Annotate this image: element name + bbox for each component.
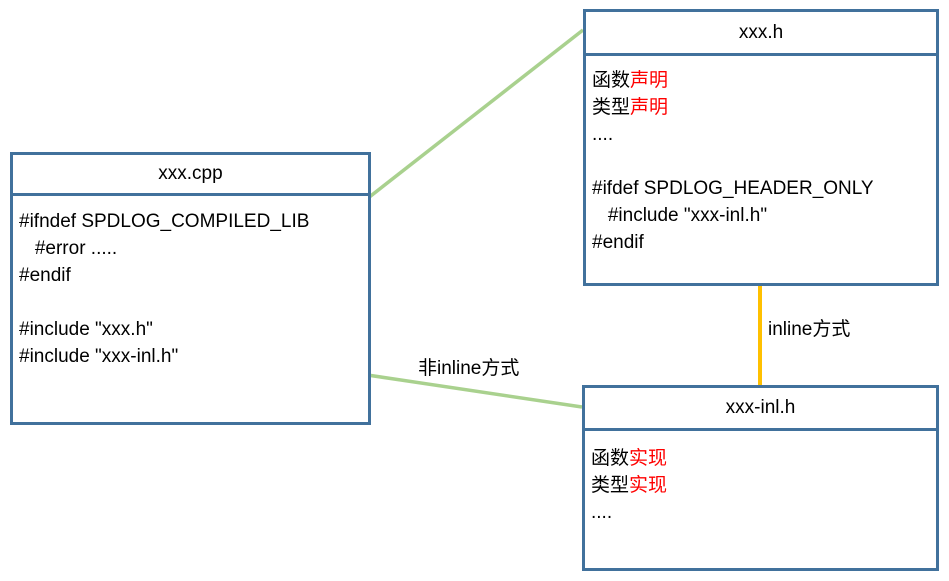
code-line: .... [591,502,613,523]
box-inl: xxx-inl.h 函数实现 类型实现 .... [582,385,939,571]
code-line: #include "xxx-inl.h" [19,346,179,367]
label-non-inline-way: 非inline方式 [418,358,520,379]
box-h-body: 函数声明 类型声明 .... #ifdef SPDLOG_HEADER_ONLY… [586,56,936,256]
decl-type-red: 声明 [630,97,669,118]
code-line-function-declaration: 函数声明 [592,67,936,94]
code-line: #ifdef SPDLOG_HEADER_ONLY [592,178,874,199]
code-line [592,148,936,175]
box-cpp-body: #ifndef SPDLOG_COMPILED_LIB #error .....… [13,196,368,370]
code-line: #ifndef SPDLOG_COMPILED_LIB [19,211,310,232]
box-inl-body: 函数实现 类型实现 .... [585,431,936,526]
impl-fn-red: 实现 [629,448,668,469]
label-inline-way: inline方式 [768,319,851,340]
code-line: #include "xxx-inl.h" [592,205,768,226]
box-cpp: xxx.cpp #ifndef SPDLOG_COMPILED_LIB #err… [10,152,371,425]
impl-type-red: 实现 [629,475,668,496]
decl-fn-black: 函数 [592,70,631,91]
code-line-type-declaration: 类型声明 [592,94,936,121]
impl-fn-black: 函数 [591,448,630,469]
code-line: #endif [592,232,644,253]
box-h-title: xxx.h [586,12,936,56]
code-line-type-implementation: 类型实现 [591,472,936,499]
code-line: .... [592,124,614,145]
decl-type-black: 类型 [592,97,631,118]
code-line: #include "xxx.h" [19,319,153,340]
code-line: #error ..... [19,238,118,259]
impl-type-black: 类型 [591,475,630,496]
box-cpp-title: xxx.cpp [13,155,368,196]
code-line-function-implementation: 函数实现 [591,445,936,472]
box-inl-title: xxx-inl.h [585,388,936,431]
code-line [19,289,368,316]
box-h: xxx.h 函数声明 类型声明 .... #ifdef SPDLOG_HEADE… [583,9,939,286]
code-line: #endif [19,265,71,286]
decl-fn-red: 声明 [630,70,669,91]
